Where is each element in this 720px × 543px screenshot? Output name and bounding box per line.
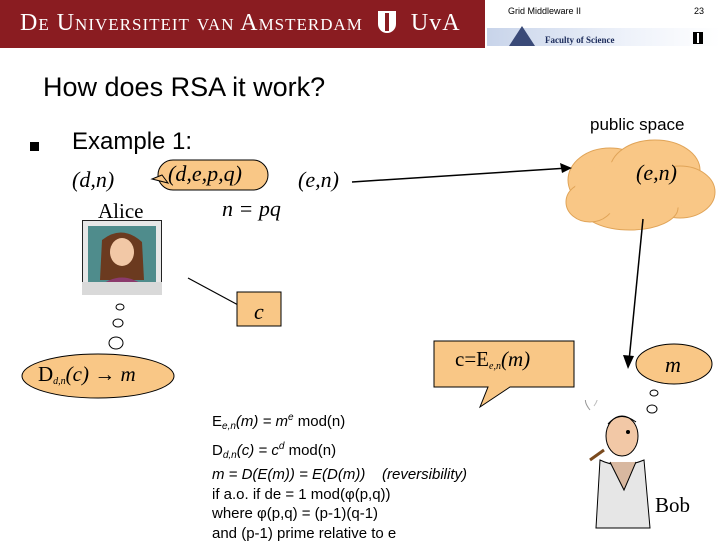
alice-secret-key: (d,e,p,q) bbox=[168, 161, 242, 187]
decrypt-formula: Dd,n(c) → m bbox=[38, 362, 136, 387]
formula-decrypt: Dd,n(c) = cd mod(n) bbox=[212, 437, 467, 466]
alice-avatar bbox=[82, 220, 162, 295]
slide-title: How does RSA it work? bbox=[43, 72, 325, 103]
publish-arrow bbox=[350, 160, 580, 190]
uva-shield-icon bbox=[378, 11, 396, 33]
rsa-formulas: Ee,n(m) = me mod(n) Dd,n(c) = cd mod(n) … bbox=[212, 408, 467, 543]
alice-private-key: (d,n) bbox=[72, 167, 114, 193]
message-label: m bbox=[665, 352, 681, 378]
page-number: 23 bbox=[694, 6, 704, 16]
encrypt-formula: c=Ee,n(m) bbox=[455, 347, 530, 372]
svg-text:Faculty of Science: Faculty of Science bbox=[545, 35, 614, 45]
university-title: De Universiteit van Amsterdam UvA bbox=[20, 10, 461, 37]
formula-prime: and (p-1) prime relative to e bbox=[212, 524, 467, 543]
bob-label: Bob bbox=[655, 493, 690, 518]
cloud-public-key: (e,n) bbox=[636, 160, 677, 186]
example-heading: Example 1: bbox=[72, 128, 192, 156]
formula-reversibility: m = D(E(m)) = E(D(m)) (reversibility) bbox=[212, 465, 467, 485]
faculty-logo: Faculty of Science bbox=[487, 24, 720, 48]
modulus-equation: n = pq bbox=[222, 196, 281, 222]
formula-phi: where φ(p,q) = (p-1)(q-1) bbox=[212, 504, 467, 524]
bob-avatar bbox=[580, 400, 655, 530]
formula-condition: if a.o. if de = 1 mod(φ(p,q)) bbox=[212, 485, 467, 505]
formula-encrypt: Ee,n(m) = me mod(n) bbox=[212, 408, 467, 437]
public-space-label: public space bbox=[590, 115, 685, 135]
bullet-marker bbox=[30, 142, 39, 151]
course-name: Grid Middleware II bbox=[508, 6, 581, 16]
ciphertext-label: c bbox=[254, 299, 264, 325]
public-key-label: (e,n) bbox=[298, 167, 339, 193]
